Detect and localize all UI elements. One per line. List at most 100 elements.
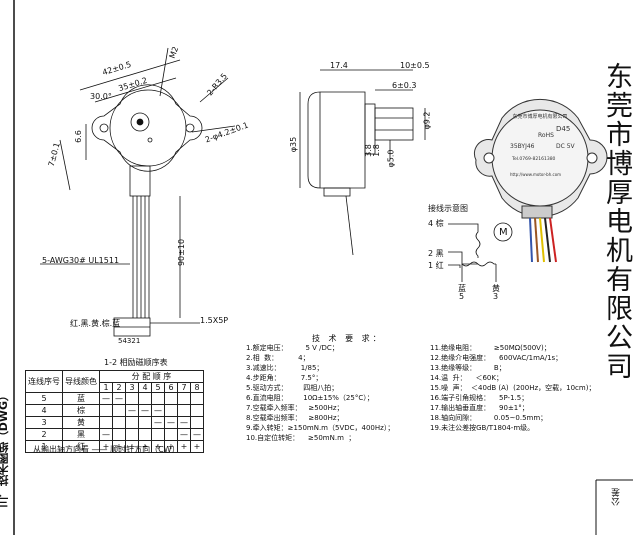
dim-10: 10±0.5 (400, 61, 430, 70)
phase-step-cell: — (177, 428, 191, 441)
photo-wire-exit (521, 205, 553, 219)
col-seq-header: 连线序号 (25, 370, 63, 393)
phase-step-cell: — (151, 404, 165, 417)
shaft-dot (136, 118, 144, 126)
phase-seq-cell: 3 (25, 416, 63, 429)
phase-step-cell: — (138, 404, 152, 417)
photo-voltage: DC 5V (556, 143, 576, 150)
company-name: 东莞市博厚电机有限公司 (601, 62, 632, 381)
requirement-line: 2.相 数： 4； (246, 354, 310, 362)
mount-hole-right (185, 123, 195, 133)
photo-tel: Tel.0769-82161380 (511, 156, 556, 162)
photo-wire-red (549, 217, 557, 263)
requirement-line: 4.步距角： 7.5°； (246, 374, 323, 382)
phase-seq-cell: 4 (25, 404, 63, 417)
requirement-line: 6.直流电阻： 10Ω±15%（25°C）； (246, 394, 374, 402)
step-header: 8 (190, 382, 204, 393)
phase-step-cell (164, 428, 178, 441)
phase-step-cell (164, 392, 178, 405)
requirement-line: 19.未注公差按GB/T1804-m级。 (430, 424, 535, 432)
phase-step-cell: — (125, 404, 139, 417)
step-header: 5 (151, 382, 165, 393)
side-wire-exit (323, 187, 351, 197)
requirements-right: 11.绝缘电阻： ≥50MΩ(500V)；12.绝缘介电强度： 600VAC/1… (430, 343, 595, 433)
phase-step-cell (164, 404, 178, 417)
requirement-line: 16.端子引角规格： 5P-1.5； (430, 394, 529, 402)
photo-wire-brown (534, 217, 539, 263)
dim-90: 90±10 (177, 238, 187, 267)
requirements-title: 技 术 要 求： (312, 334, 384, 343)
requirement-line: 9.牵入转矩：≥150mN.m（5VDC，400Hz）； (246, 424, 395, 432)
wiring-p5: 蓝 (458, 284, 466, 293)
dim-line-m2 (159, 47, 169, 97)
step-header: 6 (164, 382, 178, 393)
wiring-title: 接线示意图 (428, 204, 468, 213)
step-header: 7 (177, 382, 191, 393)
output-shaft (374, 107, 414, 141)
phase-step-cell: — (151, 416, 165, 429)
coil-upper (448, 223, 481, 258)
phase-step-cell (190, 392, 204, 405)
phase-step-cell (99, 416, 113, 429)
requirement-line: 13.绝缘等级： B； (430, 364, 506, 372)
photo-hole-left (483, 152, 495, 164)
col-order-header: 分 配 顺 序 (99, 370, 204, 383)
phase-step-cell (151, 428, 165, 441)
side-wire (345, 195, 354, 256)
dim-line-r35 (199, 77, 229, 103)
output-gear-circle (130, 112, 150, 132)
phase-color-cell: 蓝 (62, 392, 100, 405)
wiring-p5n: 5 (459, 292, 465, 301)
dim-d35: φ35 (289, 136, 299, 153)
phase-step-cell (177, 404, 191, 417)
motor-body-circle (109, 89, 187, 167)
motor-photo: 东莞市博厚电机有限公司 RoHS D45 35BYJ46 DC 5V Tel.0… (473, 98, 608, 263)
phase-step-cell: — (99, 428, 113, 441)
mount-hole-left (99, 123, 109, 133)
side-body-outline (307, 91, 366, 189)
dim-d5: φ5.0 (386, 149, 396, 168)
dim-line-7 (59, 139, 71, 191)
wiring-p2: 2 黑 (428, 249, 444, 258)
step-header: 3 (125, 382, 139, 393)
requirement-line: 17.输出轴垂直度： 90±1°； (430, 404, 529, 412)
phase-table-head-2: 1 2 3 4 5 6 7 8 (26, 382, 204, 393)
phase-step-cell (125, 428, 139, 441)
phase-step-cell (151, 392, 165, 405)
photo-rohs: RoHS (538, 132, 554, 139)
coil-lower (461, 261, 496, 267)
phase-step-cell (112, 428, 126, 441)
wiring-motor-circle (493, 222, 513, 242)
phase-seq-cell: 2 (25, 428, 63, 441)
wiring-p3: 黄 (492, 284, 500, 293)
phase-step-cell (177, 392, 191, 405)
wire-spec: 5-AWG30# UL1511 (42, 256, 120, 265)
requirement-line: 5.驱动方式： 四相八拍； (246, 384, 339, 392)
photo-web: http://www.motor-bh.com (510, 172, 561, 177)
phase-step-cell (138, 392, 152, 405)
step-header: 1 (99, 382, 113, 393)
phase-color-cell: 黄 (62, 416, 100, 429)
col-color-header: 导线颜色 (62, 370, 100, 393)
phase-color-cell: 棕 (62, 404, 100, 417)
dim-line-42 (79, 59, 181, 91)
phase-step-cell (112, 416, 126, 429)
wiring-diagram (448, 222, 513, 282)
photo-brand: 东莞市博厚电机有限公司 (512, 113, 567, 120)
requirements-left: 1.额定电压： 5 V /DC；2.相 数： 4；3.减速比： 1/85；4.步… (246, 343, 394, 443)
wire-exit-housing (129, 165, 151, 197)
requirement-line: 15.噪 声： ＜40dB (A) (200Hz，空载，10cm)； (430, 384, 596, 392)
phase-step-cell (138, 416, 152, 429)
requirement-line: 12.绝缘介电强度： 600VAC/1mA/1s； (430, 354, 563, 362)
phase-step-cell (99, 404, 113, 417)
phase-step-cell: — (177, 416, 191, 429)
requirement-line: 3.减速比： 1/85； (246, 364, 324, 372)
side-view (299, 69, 426, 256)
connector-spec: 1.5X5P (200, 316, 229, 325)
photo-wire-black (544, 217, 551, 263)
phase-step-cell (125, 416, 139, 429)
dim-174: 17.4 (330, 61, 348, 70)
requirement-line: 7.空载牵入频率： ≥500Hz； (246, 404, 344, 412)
